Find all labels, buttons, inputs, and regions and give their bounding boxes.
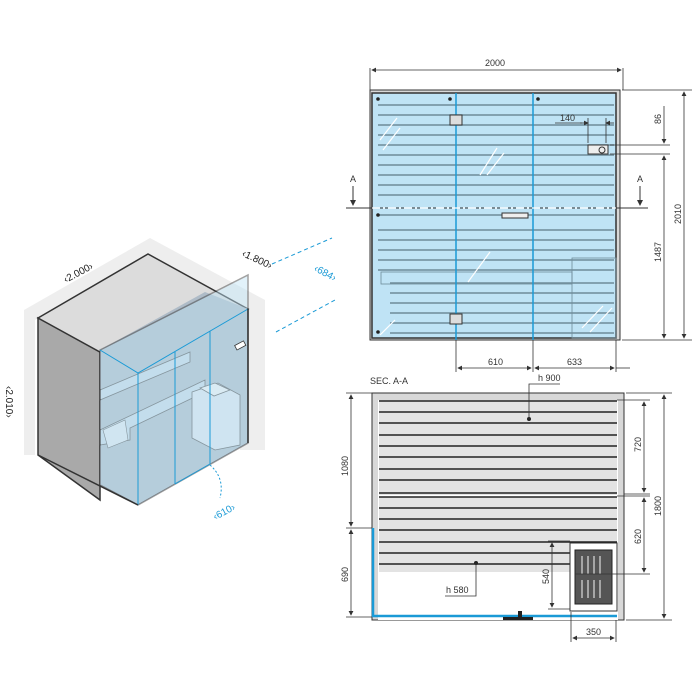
front-view: A A 2000 140 86 1487 2010 610 633 <box>346 58 692 372</box>
section-marker-left: A <box>350 174 356 184</box>
heater-height-dim: 540 <box>541 569 551 584</box>
front-height-dim: 2010 <box>673 204 683 224</box>
left-lower-dim: 690 <box>340 567 350 582</box>
iso-height-label: ‹2.010› <box>3 386 14 418</box>
iso-bench-depth-label: ‹684› <box>312 263 338 284</box>
iso-depth-label: ‹1.800› <box>240 248 273 271</box>
iso-door-width-label: ‹610› <box>212 502 238 523</box>
left-upper-dim: 1080 <box>340 456 350 476</box>
section-title: SEC. A-A <box>370 376 408 386</box>
heater-width-dim: 350 <box>586 627 601 637</box>
section-marker-right: A <box>637 174 643 184</box>
control-lower-dim: 1487 <box>653 242 663 262</box>
front-width-dim: 2000 <box>485 58 505 68</box>
lower-bench-height: h 580 <box>446 585 469 595</box>
overall-depth-dim: 1800 <box>653 496 663 516</box>
door-right-dim: 633 <box>567 357 582 367</box>
control-top-dim: 86 <box>653 114 663 124</box>
control-offset-dim: 140 <box>560 113 575 123</box>
isometric-view: ‹2.000› ‹1.800› ‹2.010› ‹684› ‹610› <box>3 237 338 523</box>
section-view: SEC. A-A <box>340 373 672 642</box>
right-lower-dim: 620 <box>633 529 643 544</box>
upper-bench-height: h 900 <box>538 373 561 383</box>
door-left-dim: 610 <box>488 357 503 367</box>
right-upper-dim: 720 <box>633 437 643 452</box>
